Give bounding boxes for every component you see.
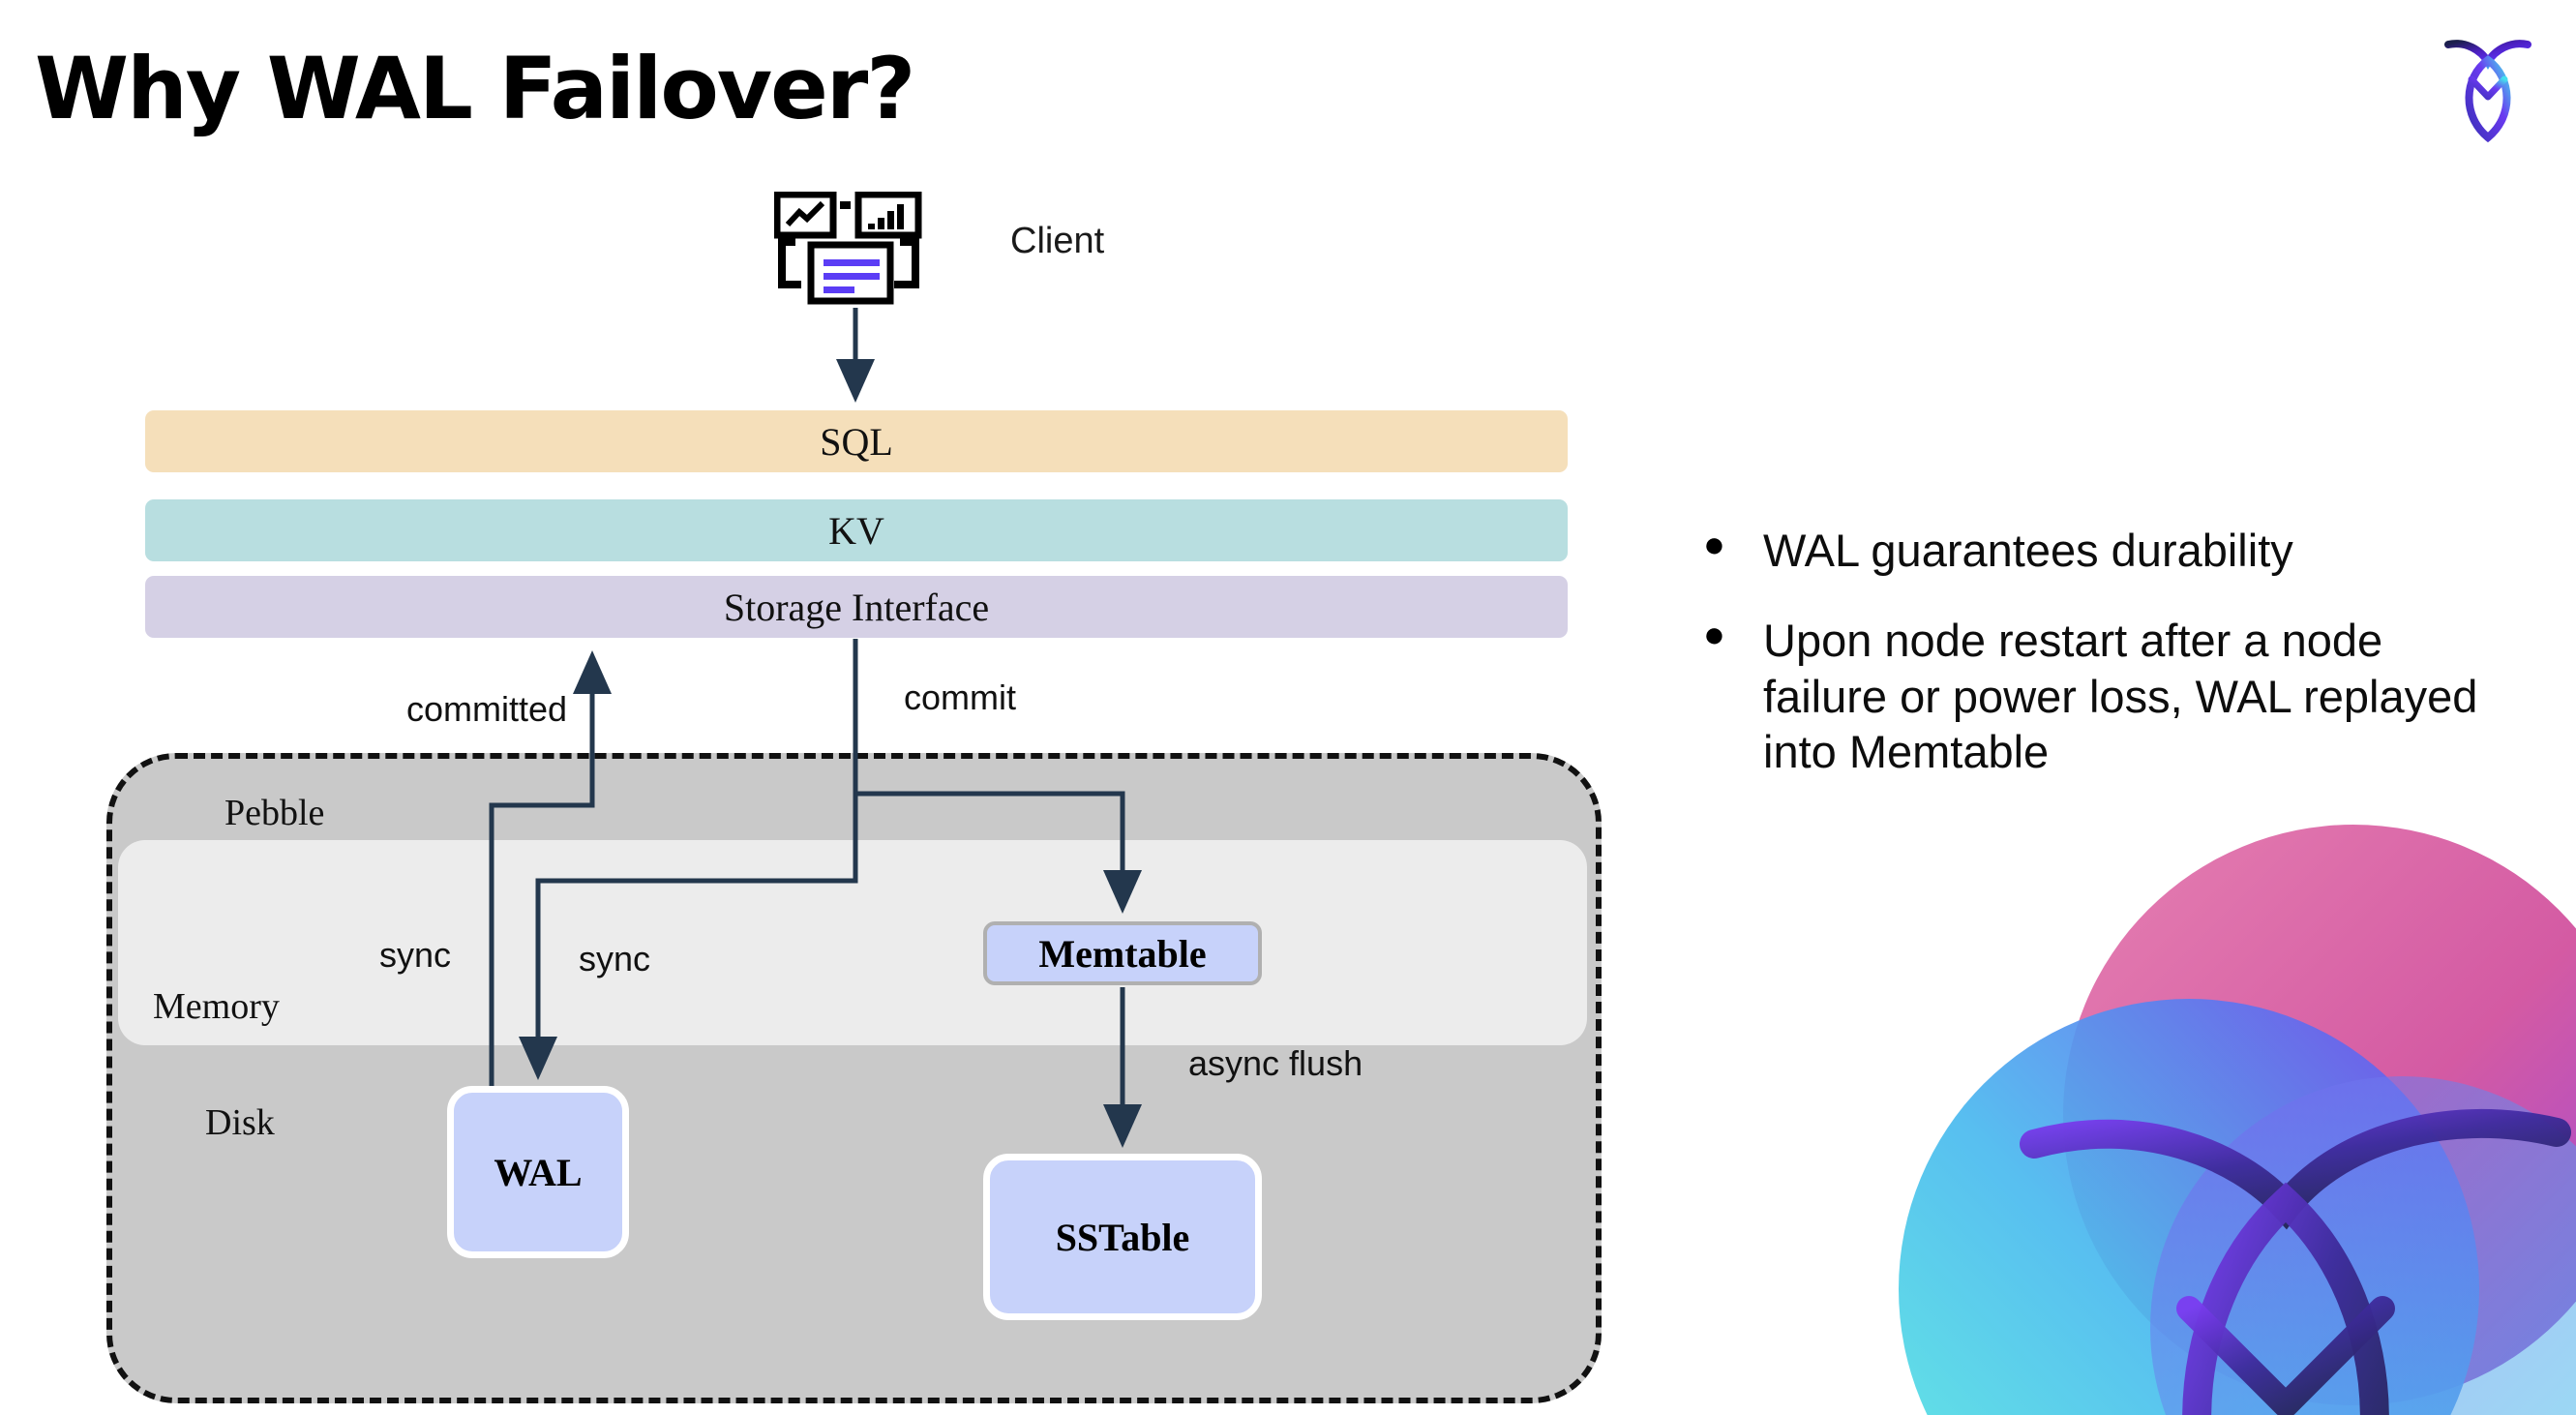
list-item: ● WAL guarantees durability [1703, 523, 2497, 578]
node-memtable-label: Memtable [1038, 931, 1207, 976]
bullet-marker: ● [1703, 615, 1725, 656]
bullet-text: Upon node restart after a node failure o… [1763, 615, 2478, 777]
bullet-marker: ● [1703, 525, 1725, 565]
layer-bar-kv: KV [145, 499, 1568, 561]
layer-bar-kv-label: KV [828, 508, 884, 553]
memory-label: Memory [153, 986, 280, 1027]
bullet-list: ● WAL guarantees durability ● Upon node … [1703, 523, 2497, 814]
client-label: Client [1010, 221, 1105, 261]
edge-label-committed: committed [406, 689, 568, 729]
decorative-logo-art [1899, 825, 2576, 1415]
layer-bar-sql-label: SQL [820, 419, 893, 464]
node-sstable: SSTable [983, 1154, 1262, 1320]
node-wal-label: WAL [494, 1150, 583, 1194]
edge-label-sync-right: sync [579, 939, 651, 978]
node-memtable: Memtable [983, 921, 1262, 985]
page-title: Why WAL Failover? [35, 39, 915, 138]
node-wal: WAL [447, 1086, 629, 1258]
pebble-label: Pebble [225, 793, 325, 833]
cockroachdb-logo-icon [2444, 40, 2531, 143]
layer-bar-storage-interface-label: Storage Interface [723, 585, 990, 629]
disk-label: Disk [205, 1102, 275, 1143]
node-sstable-label: SSTable [1055, 1215, 1190, 1259]
edge-label-async-flush: async flush [1188, 1043, 1363, 1083]
layer-bar-storage-interface: Storage Interface [145, 576, 1568, 638]
edge-label-commit: commit [904, 677, 1016, 717]
layer-bar-sql: SQL [145, 410, 1568, 472]
client-monitor-icon [774, 192, 922, 305]
edge-label-sync-left: sync [379, 935, 452, 975]
bullet-text: WAL guarantees durability [1763, 525, 2293, 576]
memory-region [118, 840, 1587, 1045]
list-item: ● Upon node restart after a node failure… [1703, 613, 2497, 779]
